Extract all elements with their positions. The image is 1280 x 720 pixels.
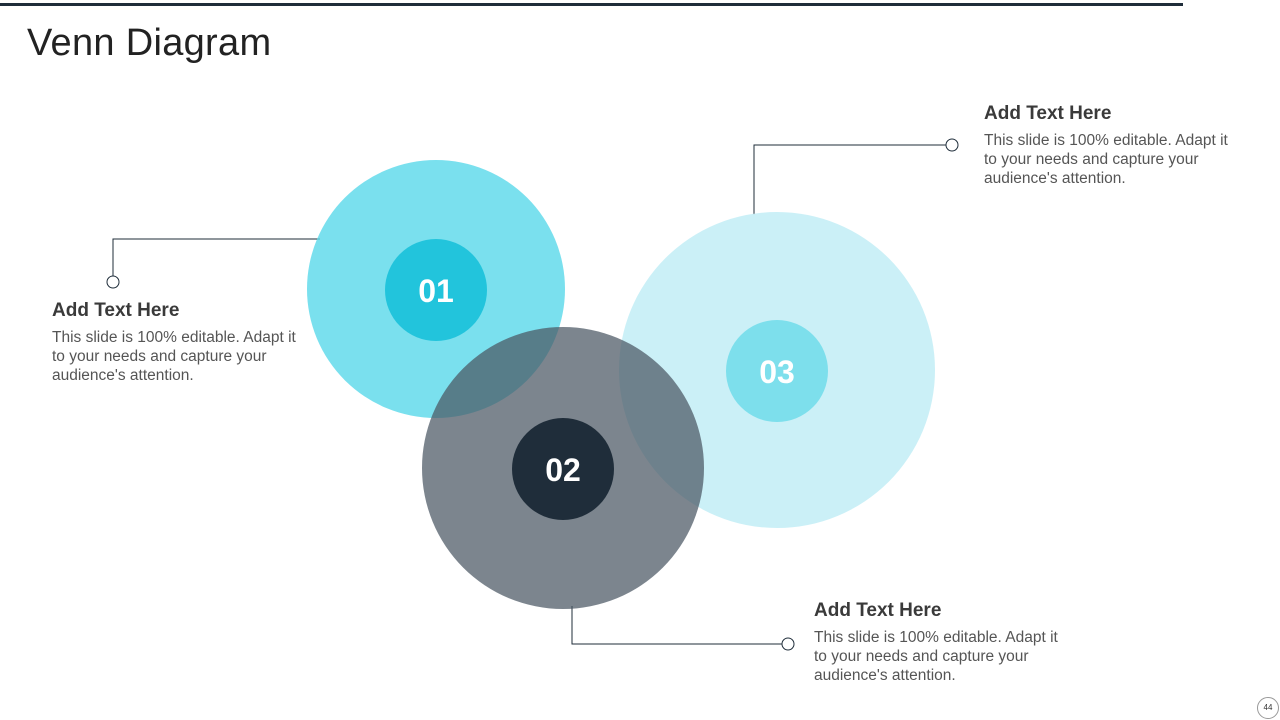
text-block-left: Add Text Here This slide is 100% editabl… [52, 300, 312, 385]
text-block-bottom-body: This slide is 100% editable. Adapt it to… [814, 629, 1058, 684]
text-block-top-right-heading: Add Text Here [984, 103, 1112, 124]
circle-03-label: 03 [759, 354, 795, 390]
circle-01-inner [385, 239, 487, 341]
text-block-top-right: Add Text Here This slide is 100% editabl… [984, 103, 1244, 188]
page-number-badge: 44 [1257, 697, 1279, 719]
connector-top-right [753, 144, 952, 215]
circle-02-label: 02 [545, 452, 581, 488]
text-block-top-right-body: This slide is 100% editable. Adapt it to… [984, 132, 1228, 187]
text-block-bottom-heading: Add Text Here [814, 600, 942, 621]
connector-left [112, 238, 320, 282]
connector-top-right-dot [945, 138, 959, 152]
circle-03-inner [726, 320, 828, 422]
circle-01-label: 01 [418, 273, 454, 309]
connector-bottom [571, 606, 788, 645]
text-block-bottom: Add Text Here This slide is 100% editabl… [814, 600, 1074, 685]
text-block-left-heading: Add Text Here [52, 300, 180, 321]
top-accent-bar [0, 3, 1183, 6]
connector-bottom-dot [781, 637, 795, 651]
connector-left-dot [106, 275, 120, 289]
slide-title: Venn Diagram [27, 22, 272, 64]
text-block-left-body: This slide is 100% editable. Adapt it to… [52, 329, 296, 384]
circle-02-inner [512, 418, 614, 520]
